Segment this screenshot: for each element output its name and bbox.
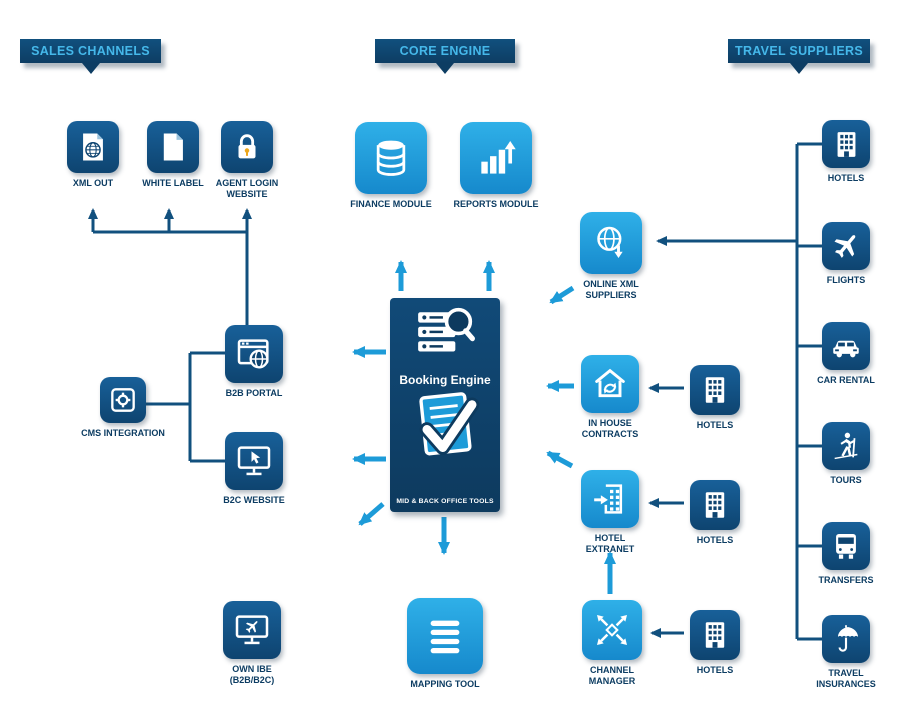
hiker-icon (822, 422, 870, 470)
node-hotels-channel: HOTELS (680, 610, 750, 676)
bus-icon (822, 522, 870, 570)
core-engine-banner: CORE ENGINE (375, 39, 515, 74)
server-search-icon (414, 306, 476, 369)
online-xml-suppliers-label: ONLINE XML SUPPLIERS (583, 279, 639, 301)
flights-label: FLIGHTS (826, 275, 866, 285)
white-label-label: WHITE LABEL (142, 178, 204, 188)
sales-channels-banner: SALES CHANNELS (20, 39, 161, 74)
node-white-label: WHITE LABEL (131, 121, 215, 189)
building-icon (822, 120, 870, 168)
building-arrow-icon (581, 470, 639, 528)
travel-suppliers-banner-label: TRAVEL SUPPLIERS (735, 44, 863, 58)
cms-integration-label: CMS INTEGRATION (81, 428, 165, 438)
node-reports-module: REPORTS MODULE (446, 122, 546, 210)
hotels-extranet-label: HOTELS (696, 535, 734, 545)
channel-hub-icon (582, 600, 642, 660)
travel-insurances-label: TRAVEL INSURANCES (816, 668, 876, 690)
in-house-contracts-label: IN HOUSE CONTRACTS (581, 418, 639, 440)
finance-module-label: FINANCE MODULE (350, 199, 432, 209)
node-agent-login: AGENT LOGIN WEBSITE (207, 121, 287, 201)
b2b-portal-label: B2B PORTAL (225, 388, 283, 398)
node-in-house-contracts: IN HOUSE CONTRACTS (573, 355, 647, 441)
hotels-inhouse-label: HOTELS (696, 420, 734, 430)
node-finance-module: FINANCE MODULE (341, 122, 441, 210)
browser-globe-icon (225, 325, 283, 383)
travel-suppliers-banner: TRAVEL SUPPLIERS (728, 39, 870, 74)
booking-engine-title: Booking Engine (399, 373, 491, 387)
plane-icon (822, 222, 870, 270)
core-engine-banner-label: CORE ENGINE (399, 44, 491, 58)
hotel-extranet-label: HOTEL EXTRANET (585, 533, 635, 555)
globe-download-icon (580, 212, 642, 274)
xml-out-label: XML OUT (72, 178, 114, 188)
sup-hotels-label: HOTELS (827, 173, 865, 183)
hotels-channel-label: HOTELS (696, 665, 734, 675)
building-icon (690, 365, 740, 415)
own-ibe-label: OWN IBE (B2B/B2C) (229, 664, 275, 686)
node-transfers: TRANSFERS (808, 522, 884, 586)
building-icon (690, 610, 740, 660)
node-b2c-website: B2C WEBSITE (212, 432, 296, 506)
node-flights: FLIGHTS (808, 222, 884, 286)
document-globe-icon (67, 121, 119, 173)
document-icon (147, 121, 199, 173)
node-mapping-tool: MAPPING TOOL (395, 598, 495, 690)
sales-channels-banner-label: SALES CHANNELS (31, 44, 150, 58)
node-xml-out: XML OUT (51, 121, 135, 189)
node-online-xml-suppliers: ONLINE XML SUPPLIERS (569, 212, 653, 302)
umbrella-icon (822, 615, 870, 663)
car-rental-label: CAR RENTAL (817, 375, 875, 385)
channel-manager-label: CHANNEL MANAGER (588, 665, 636, 687)
car-icon (822, 322, 870, 370)
node-cms-integration: CMS INTEGRATION (81, 377, 165, 439)
node-tours: TOURS (808, 422, 884, 486)
building-icon (690, 480, 740, 530)
node-travel-insurances: TRAVEL INSURANCES (806, 615, 886, 691)
agent-login-label: AGENT LOGIN WEBSITE (215, 178, 279, 200)
mapping-tool-label: MAPPING TOOL (410, 679, 480, 689)
node-car-rental: CAR RENTAL (808, 322, 884, 386)
node-sup-hotels: HOTELS (808, 120, 884, 184)
reports-module-label: REPORTS MODULE (453, 199, 539, 209)
list-icon (407, 598, 483, 674)
transfers-label: TRANSFERS (818, 575, 874, 585)
document-check-icon (409, 389, 481, 466)
database-icon (355, 122, 427, 194)
monitor-plane-icon (223, 601, 281, 659)
tours-label: TOURS (830, 475, 862, 485)
house-sync-icon (581, 355, 639, 413)
node-hotel-extranet: HOTEL EXTRANET (578, 470, 642, 556)
booking-engine-footer: MID & BACK OFFICE TOOLS (396, 498, 494, 505)
node-hotels-inhouse: HOTELS (680, 365, 750, 431)
node-own-ibe: OWN IBE (B2B/B2C) (215, 601, 289, 687)
b2c-website-label: B2C WEBSITE (223, 495, 285, 505)
lock-icon (221, 121, 273, 173)
booking-engine-box: Booking Engine MID & BACK OFFICE TOOLS (390, 298, 500, 512)
node-b2b-portal: B2B PORTAL (212, 325, 296, 399)
bar-chart-icon (460, 122, 532, 194)
node-hotels-extranet: HOTELS (680, 480, 750, 546)
gear-box-icon (100, 377, 146, 423)
node-channel-manager: CHANNEL MANAGER (579, 600, 645, 688)
monitor-cursor-icon (225, 432, 283, 490)
